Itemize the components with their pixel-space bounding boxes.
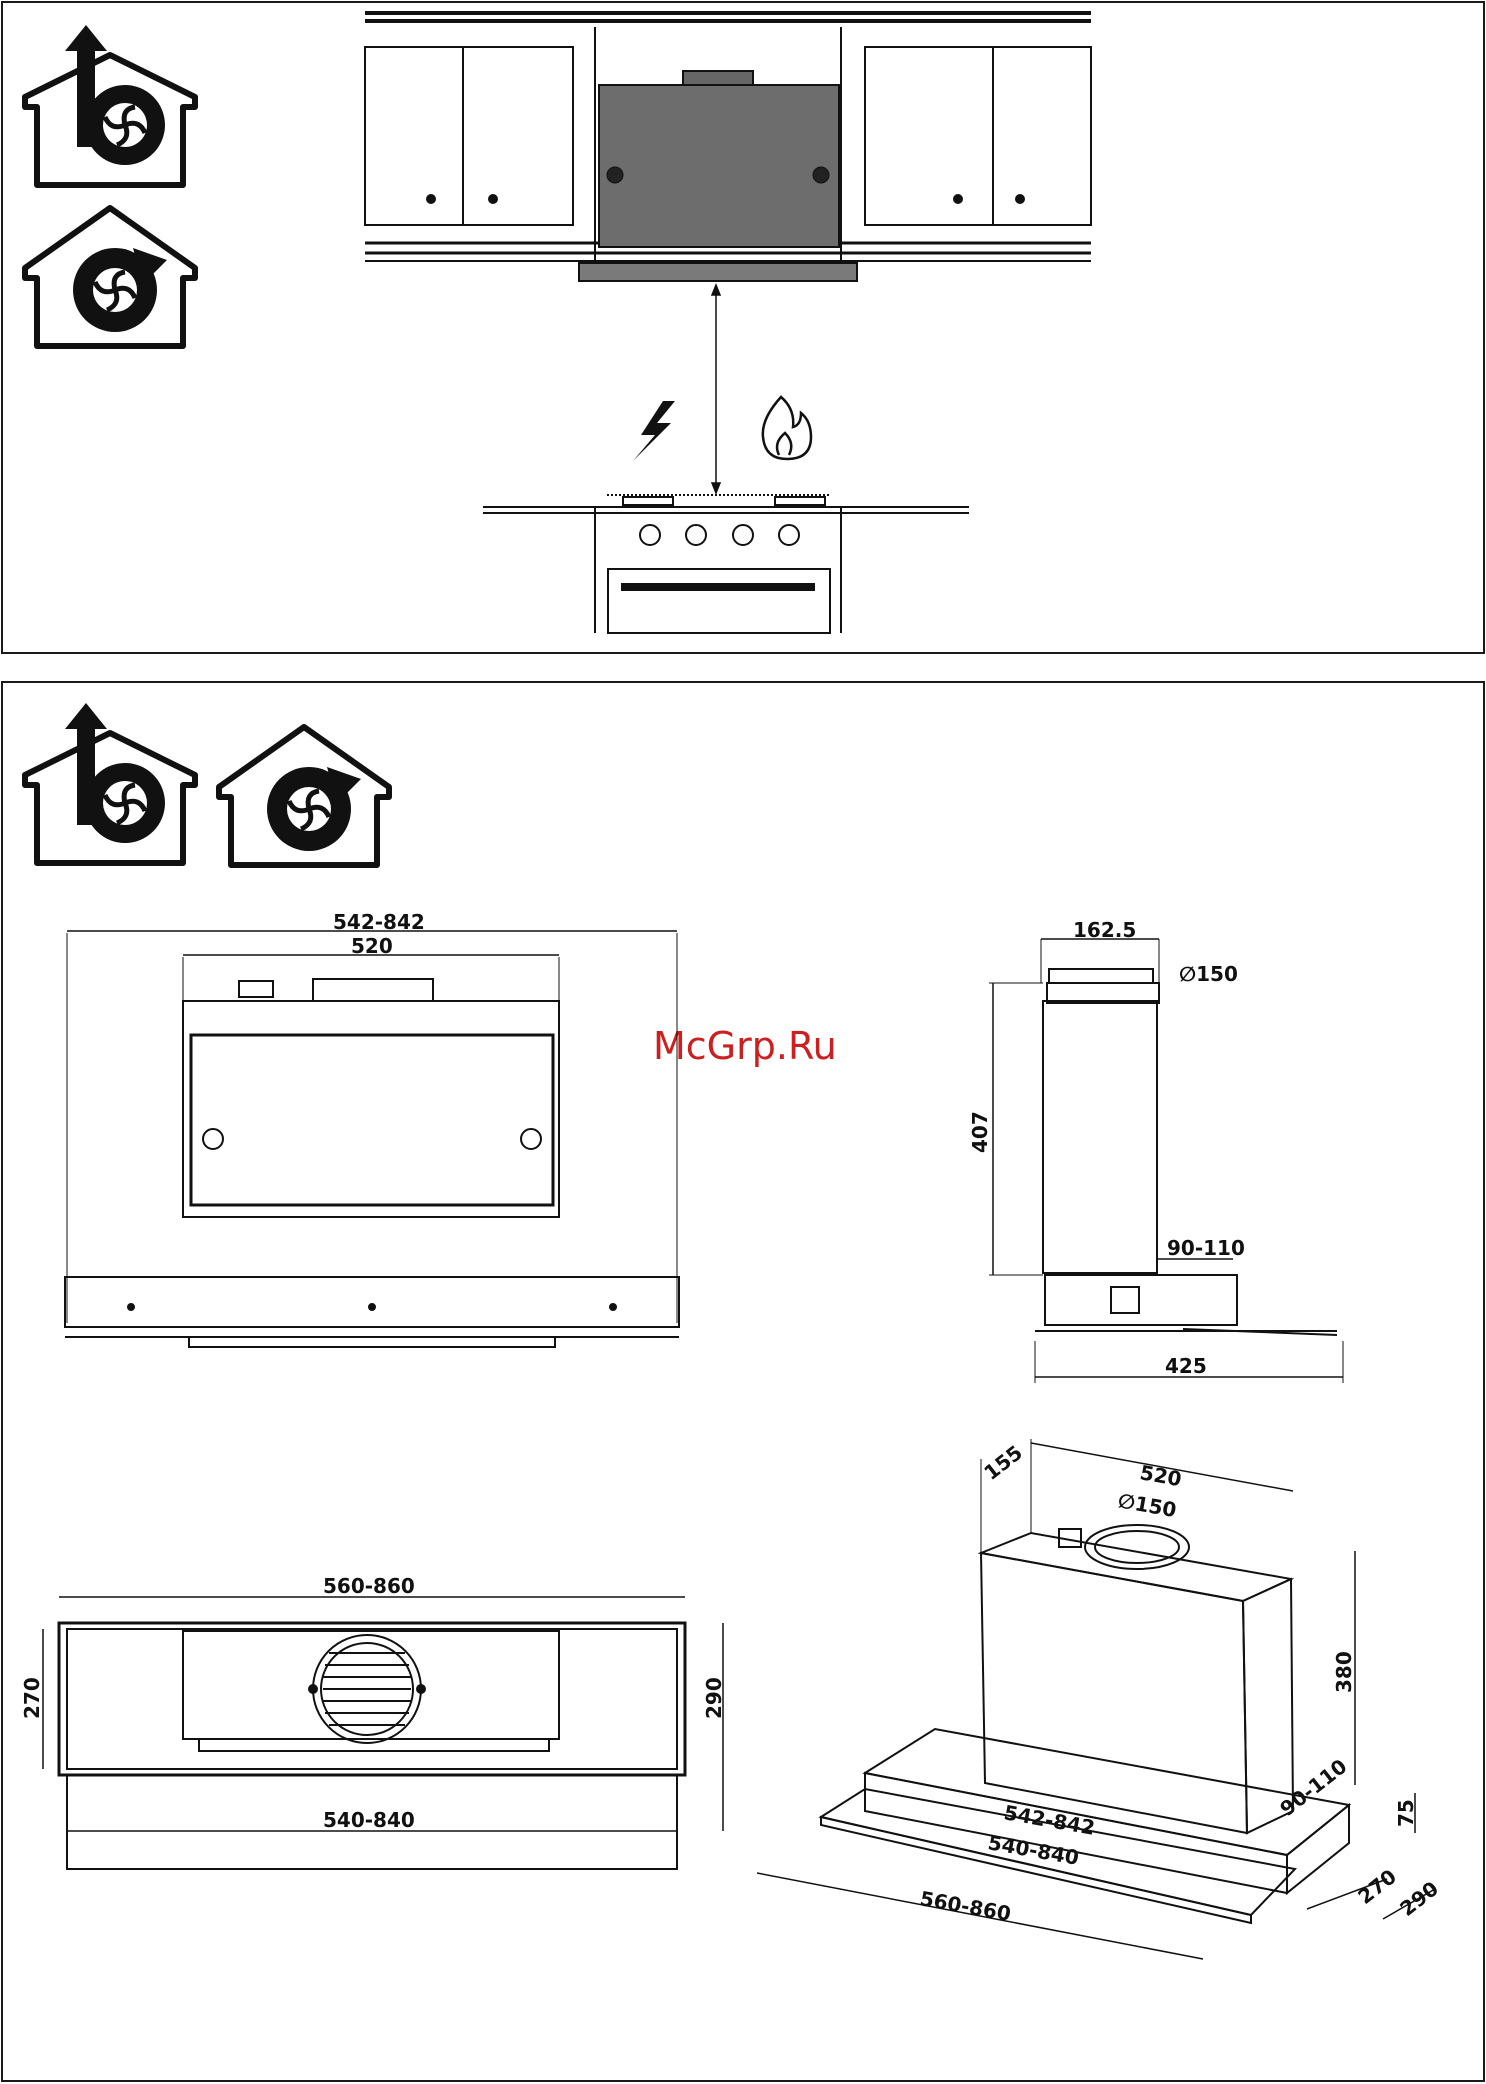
front-body-width-label: 520 <box>351 934 393 958</box>
side-view <box>989 939 1343 1383</box>
iso-panel-height-label: 75 <box>1394 1799 1418 1827</box>
isometric-view <box>757 1439 1435 1959</box>
grille-lines <box>323 1653 411 1725</box>
house-exhaust-icon <box>25 703 195 863</box>
distance-dimension <box>712 285 720 493</box>
house-exhaust-icon <box>25 25 195 185</box>
installation-panel <box>1 1 1485 654</box>
iso-panel-width-label: 540-840 <box>986 1830 1081 1870</box>
bottom-depth-outer-label: 290 <box>702 1677 726 1719</box>
side-height-label: 407 <box>968 1111 992 1153</box>
dimensions-panel: McGrp.Ru 542-842 520 <box>1 681 1485 2082</box>
house-recirculation-icon <box>219 727 389 865</box>
iso-duct-diameter-label: ∅150 <box>1116 1488 1178 1522</box>
iso-depth-inner-label: 270 <box>1353 1864 1401 1909</box>
side-depth-label: 425 <box>1165 1354 1207 1378</box>
front-overall-width-label: 542-842 <box>333 910 425 934</box>
side-duct-diameter-label: ∅150 <box>1179 962 1238 986</box>
side-front-offset-label: 90-110 <box>1167 1236 1245 1260</box>
installation-drawing <box>3 3 1483 652</box>
stove <box>483 495 969 633</box>
bottom-front-width-label: 540-840 <box>323 1808 415 1832</box>
dimensions-drawing: McGrp.Ru 542-842 520 <box>3 683 1483 2080</box>
iso-side-depth-label: 155 <box>979 1440 1027 1485</box>
bottom-overall-width-label: 560-860 <box>323 1574 415 1598</box>
gas-flame-icon <box>763 397 811 459</box>
iso-base-width-label: 560-860 <box>918 1886 1013 1926</box>
side-top-width-label: 162.5 <box>1073 918 1136 942</box>
watermark: McGrp.Ru <box>653 1024 837 1068</box>
electric-bolt-icon <box>633 401 675 461</box>
cooker-hood <box>579 71 857 281</box>
front-view <box>65 931 679 1347</box>
iso-height-label: 380 <box>1332 1651 1356 1693</box>
bottom-depth-inner-label: 270 <box>20 1677 44 1719</box>
iso-depth-outer-label: 290 <box>1395 1876 1443 1921</box>
house-recirculation-icon <box>25 208 195 346</box>
iso-front-offset-label: 90-110 <box>1275 1754 1351 1821</box>
iso-body-width-label: 520 <box>1138 1460 1183 1491</box>
